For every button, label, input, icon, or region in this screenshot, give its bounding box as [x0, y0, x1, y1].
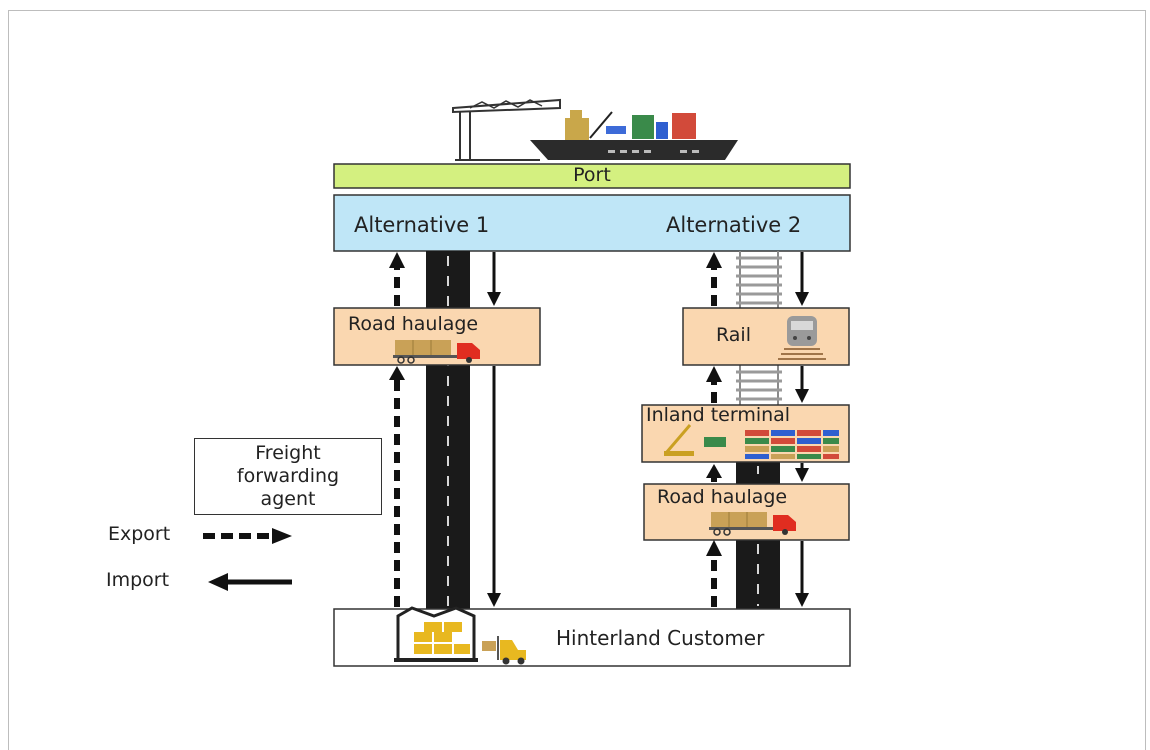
- freight-forwarding-agent-box: Freight forwarding agent: [194, 438, 382, 515]
- train-icon: [778, 316, 826, 360]
- alternative-1-label: Alternative 1: [354, 213, 490, 237]
- export-legend-arrow: [203, 528, 292, 544]
- port-bar: [333, 163, 851, 189]
- inland-terminal-label: Inland terminal: [646, 404, 791, 426]
- truck-icon: [393, 340, 480, 364]
- rail-track-mid: [736, 365, 782, 405]
- road-haulage-1-label: Road haulage: [348, 313, 479, 335]
- export-arrow-alt2: [706, 252, 722, 607]
- rail-box: [682, 307, 850, 366]
- ffa-line-1: Freight: [255, 442, 321, 464]
- export-legend-label: Export: [108, 523, 171, 545]
- hinterland-customer-label: Hinterland Customer: [556, 626, 765, 650]
- warehouse-icon: [394, 606, 478, 662]
- export-arrow-alt1: [389, 252, 405, 607]
- crane-icon: [452, 98, 561, 161]
- truck-icon: [709, 512, 796, 536]
- ffa-line-3: agent: [260, 488, 316, 510]
- rail-label: Rail: [716, 324, 751, 346]
- alternatives-bar: [333, 194, 851, 252]
- figure-frame: [8, 10, 1146, 750]
- ffa-line-2: forwarding: [236, 465, 340, 487]
- import-arrow-alt2: [795, 252, 809, 607]
- import-legend-arrow: [208, 573, 292, 591]
- road-haulage-2-label: Road haulage: [657, 486, 788, 508]
- alternative-2-label: Alternative 2: [666, 213, 802, 237]
- import-arrow-alt1: [487, 252, 501, 607]
- container-stack-icon: [664, 424, 839, 459]
- import-legend-label: Import: [106, 569, 170, 591]
- port-label: Port: [573, 164, 611, 186]
- rail-track-top: [736, 251, 782, 308]
- forklift-icon: [482, 636, 526, 665]
- container-ship-icon: [530, 110, 738, 160]
